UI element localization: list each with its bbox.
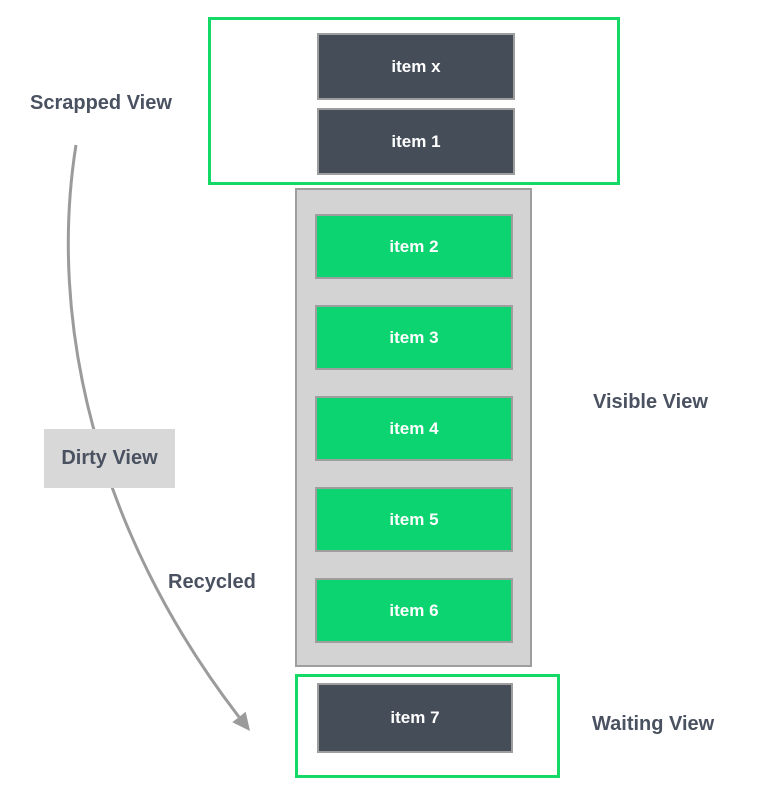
- arrowhead-icon: [232, 711, 250, 731]
- dirty-view-badge: Dirty View: [44, 429, 175, 488]
- visible-item: item 6: [315, 578, 513, 643]
- visible-view-label: Visible View: [593, 391, 708, 413]
- visible-item: item 4: [315, 396, 513, 461]
- visible-item: item 5: [315, 487, 513, 552]
- waiting-item: item 7: [317, 683, 513, 753]
- scrapped-view-label: Scrapped View: [30, 92, 172, 114]
- visible-item: item 3: [315, 305, 513, 370]
- scrapped-item: item x: [317, 33, 515, 100]
- visible-item: item 2: [315, 214, 513, 279]
- waiting-view-label: Waiting View: [592, 713, 715, 735]
- scrapped-item: item 1: [317, 108, 515, 175]
- recycled-label: Recycled: [168, 571, 256, 593]
- dirty-view-label: Dirty View: [61, 447, 158, 469]
- scrapped-view-box: item x item 1: [208, 17, 620, 185]
